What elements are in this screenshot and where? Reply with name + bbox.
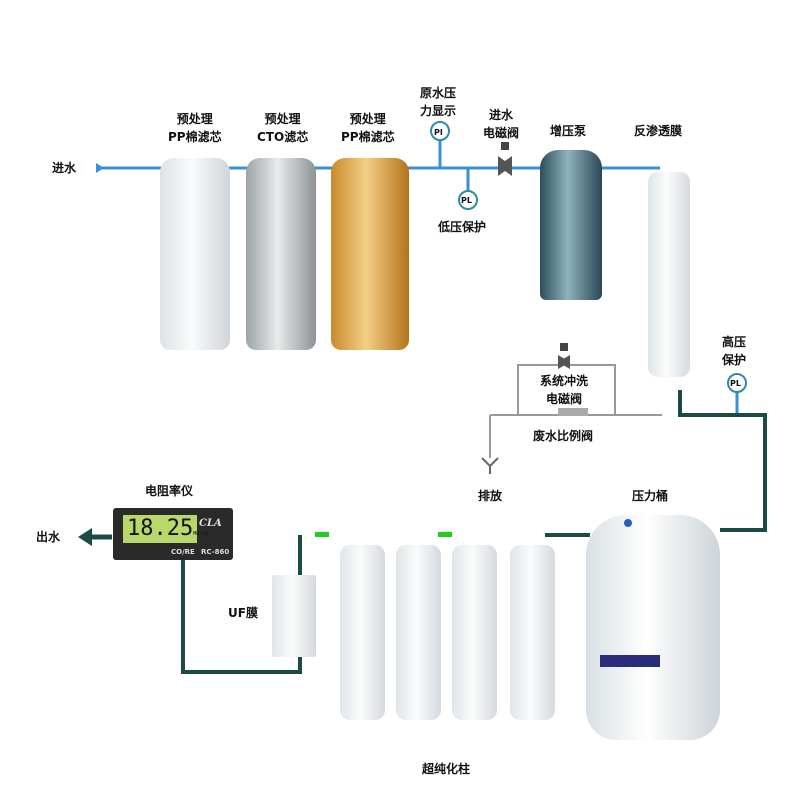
meter-mode: CO/RE bbox=[171, 548, 195, 556]
meter-label: 电阻率仪 bbox=[145, 484, 194, 498]
high-pressure-label: 高压保护 bbox=[722, 335, 747, 367]
flush-valve-label: 系统冲洗电磁阀 bbox=[540, 374, 589, 406]
waste-ratio-label: 废水比例阀 bbox=[533, 429, 594, 443]
inlet-valve-label: 进水电磁阀 bbox=[483, 108, 520, 140]
inlet-arrow bbox=[96, 163, 104, 173]
cto-filter bbox=[246, 158, 316, 350]
meter-model: RC-860 bbox=[201, 548, 230, 556]
outlet-arrow bbox=[78, 528, 92, 546]
low-pressure-label: 低压保护 bbox=[438, 220, 487, 234]
ultrapure-column-2 bbox=[396, 545, 441, 720]
ultrapure-column-4 bbox=[510, 545, 555, 720]
drain-icon bbox=[481, 457, 499, 474]
pump-label: 增压泵 bbox=[550, 124, 587, 138]
meter-value: 18.25 bbox=[127, 516, 194, 541]
drain-label: 排放 bbox=[478, 489, 503, 503]
ultrapure-column-3 bbox=[452, 545, 497, 720]
pl-gauge-high: PL bbox=[730, 379, 741, 388]
raw-pressure-label: 原水压力显示 bbox=[420, 86, 457, 118]
tank-label-plate bbox=[600, 655, 660, 667]
booster-pump bbox=[540, 150, 602, 300]
tank-label: 压力桶 bbox=[632, 489, 669, 503]
resistivity-meter: 18.25MΩ·cm CLA CO/RE RC-860 bbox=[113, 508, 233, 560]
ultrapure-column-1 bbox=[340, 545, 385, 720]
outlet-label: 出水 bbox=[36, 530, 61, 544]
inlet-label: 进水 bbox=[52, 161, 77, 175]
pl-gauge-low: PL bbox=[461, 196, 472, 205]
uf-label: UF膜 bbox=[228, 606, 258, 620]
pp-filter-1 bbox=[160, 158, 230, 350]
meter-brand: CLA bbox=[199, 518, 222, 529]
ultrapure-label: 超纯化柱 bbox=[422, 762, 471, 776]
pi-gauge: PI bbox=[434, 128, 443, 137]
meter-unit: MΩ·cm bbox=[193, 531, 209, 537]
uf-membrane bbox=[272, 575, 316, 657]
pressure-tank bbox=[586, 515, 720, 740]
pp-filter-2 bbox=[331, 158, 409, 350]
ro-label: 反渗透膜 bbox=[634, 124, 683, 138]
ro-membrane bbox=[648, 172, 690, 377]
